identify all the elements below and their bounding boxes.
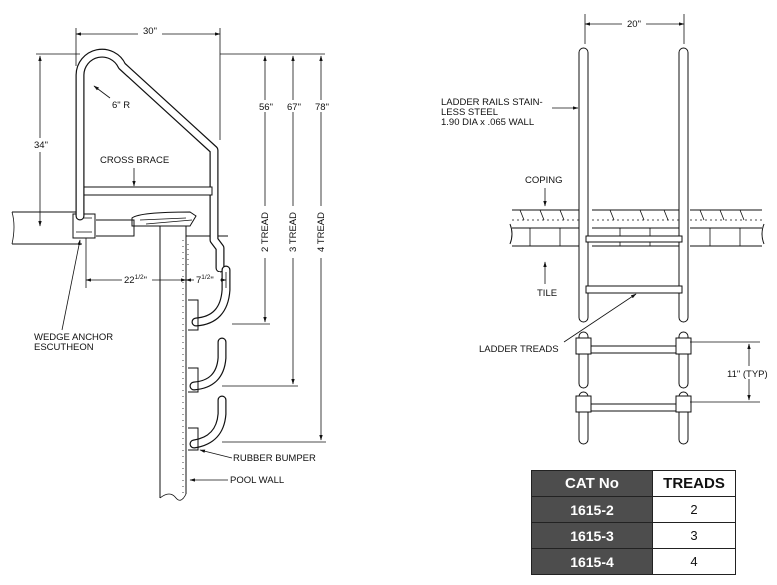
pool-wall <box>131 211 197 501</box>
front-coping <box>509 209 765 247</box>
tread-2-label: 2 TREAD <box>260 212 271 252</box>
dim-7-label: 71/2" <box>196 274 214 286</box>
ladder-side-treads <box>188 265 231 451</box>
cell-treads: 4 <box>652 548 736 575</box>
header-cat-no: CAT No <box>531 470 653 497</box>
dim-34: 34" <box>30 53 80 227</box>
rails-label-2: LESS STEEL <box>441 107 498 118</box>
rails-label-1: LADDER RAILS STAIN- <box>441 97 543 108</box>
tread-4-label: 4 TREAD <box>316 212 327 252</box>
dim-67-label: 67" <box>287 102 301 113</box>
dim-verticals: 56" 67" 78" 2 TREAD 3 TREAD 4 TREAD <box>220 53 334 443</box>
cross-brace-label: CROSS BRACE <box>100 155 169 166</box>
dim-22-label: 221/2" <box>124 274 147 286</box>
wedge-anchor-label-2: ESCUTHEON <box>34 342 94 353</box>
coping-label: COPING <box>525 175 562 186</box>
tread-3-label: 3 TREAD <box>288 212 299 252</box>
dim-30-label: 30" <box>143 26 157 37</box>
table-header-row: CAT No TREADS <box>531 470 736 497</box>
cell-cat: 1615-2 <box>531 496 653 523</box>
table-row: 1615-4 4 <box>531 548 736 575</box>
pool-wall-label: POOL WALL <box>230 475 284 486</box>
dim-11-typ: 11" (TYP) <box>690 341 772 403</box>
dim-radius-label: 6" R <box>112 100 130 111</box>
rails-label-3: 1.90 DIA x .065 WALL <box>441 117 534 128</box>
dim-30: 30" <box>75 26 221 140</box>
side-view: 30" 34" 6" R 56" 67" 78" <box>11 26 334 501</box>
cell-cat: 1615-4 <box>531 548 653 575</box>
dim-34-label: 34" <box>34 140 48 151</box>
handrail <box>75 48 225 273</box>
wedge-anchor-label-1: WEDGE ANCHOR <box>34 332 113 343</box>
table-row: 1615-3 3 <box>531 522 736 549</box>
cross-brace <box>83 186 213 196</box>
dim-78-label: 78" <box>315 102 329 113</box>
rubber-bumper-label: RUBBER BUMPER <box>233 453 316 464</box>
pool-deck <box>11 211 228 245</box>
dim-11-label: 11" (TYP) <box>727 369 768 380</box>
dim-56-label: 56" <box>259 102 273 113</box>
table-row: 1615-2 2 <box>531 496 736 523</box>
cell-treads: 3 <box>652 522 736 549</box>
tile-label: TILE <box>537 288 557 299</box>
cell-treads: 2 <box>652 496 736 523</box>
treads-label: LADDER TREADS <box>479 344 559 355</box>
front-view: 20" LADDER RAILS STAIN- LESS STEEL 1.90 … <box>441 14 772 445</box>
dim-20-label: 20" <box>627 19 641 30</box>
ladder-treads <box>575 285 692 413</box>
dim-horizontal-lower: 221/2" 71/2" <box>85 238 227 288</box>
header-treads: TREADS <box>652 470 736 497</box>
cell-cat: 1615-3 <box>531 522 653 549</box>
catalog-table: CAT No TREADS 1615-2 2 1615-3 3 1615-4 4 <box>531 470 736 575</box>
dim-20: 20" <box>584 14 685 44</box>
